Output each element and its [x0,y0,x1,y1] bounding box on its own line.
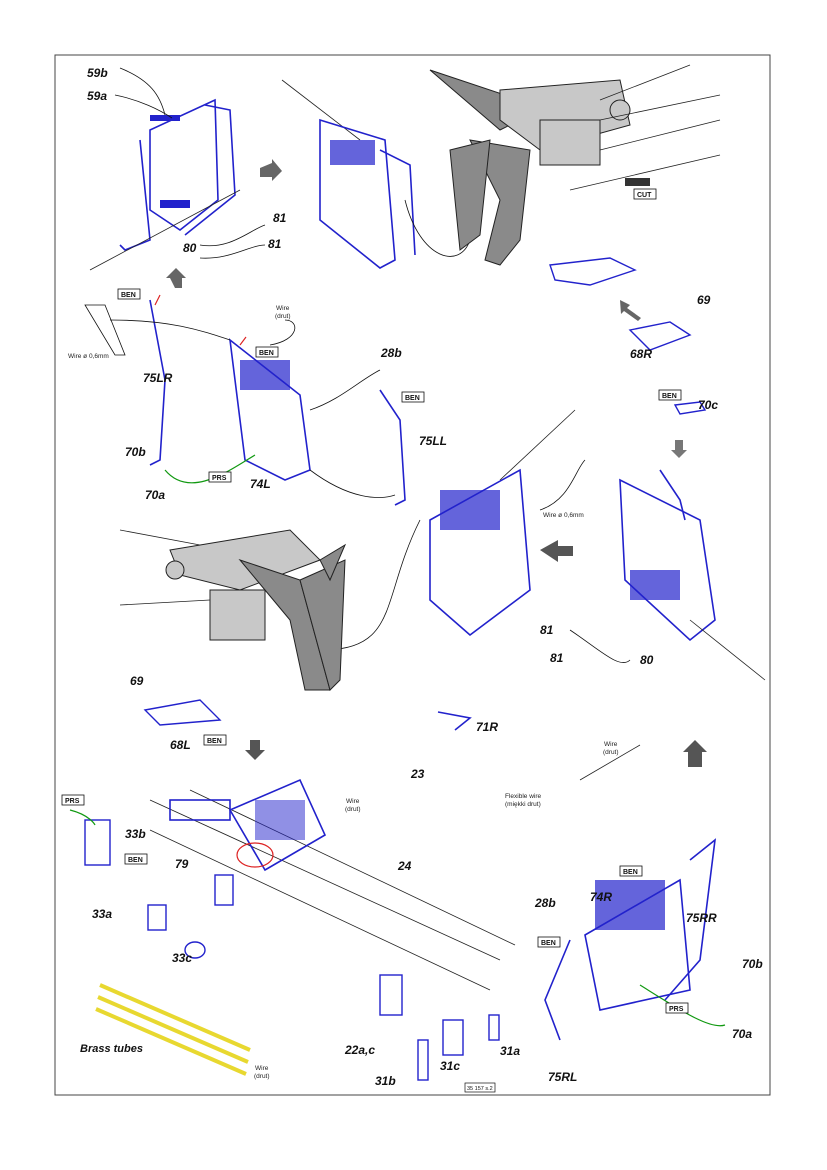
part-label: 70c [698,398,718,412]
part-label: 74L [250,477,271,491]
press-tag: PRS [208,471,232,483]
svg-text:BEN: BEN [405,395,420,402]
svg-text:BEN: BEN [207,738,222,745]
part-label: 74R [590,890,612,904]
machine-front-top [429,64,721,266]
bend-tag: BEN [255,346,279,358]
grille-assembly-center [319,409,586,651]
part-label: 79 [175,857,189,871]
part-label: 70a [145,488,165,502]
wire-note: Wire [604,741,618,748]
svg-text:BEN: BEN [541,940,556,947]
grille-assembly-74L [84,294,406,506]
bend-tag: BEN [537,936,561,948]
page-frame [54,54,771,1096]
grille-assembly-top [281,79,471,269]
bend-tag: BEN [401,391,425,403]
part-label: 31b [375,1074,396,1088]
part-label: 28b [534,896,556,910]
grille-assembly-right [569,401,766,681]
press-tag: PRS [61,794,85,806]
part-label: 81 [273,211,287,225]
part-68R [549,257,637,286]
bend-tag: BEN [203,734,227,746]
wire-note: (drut) [603,749,619,756]
part-label: 68L [170,738,191,752]
part-label: 81 [540,623,554,637]
page-reference: 35 157 s.2 [464,1082,496,1093]
bend-tag: BEN [658,389,682,401]
grille-assembly-74R [544,744,726,1041]
arrow-down-icon [671,440,687,458]
arrow-left-icon [540,540,573,562]
svg-text:CUT: CUT [637,192,652,199]
arrow-down-icon-2 [245,740,265,760]
part-68L [143,699,222,726]
grille-frame-59 [89,67,266,271]
svg-text:PRS: PRS [65,798,80,805]
part-label: 22a,c [344,1043,375,1057]
wire-note: (miękki drut) [505,801,541,808]
part-label: 80 [640,653,654,667]
part-label: 23 [410,767,425,781]
svg-text:BEN: BEN [623,869,638,876]
part-label: 75LR [143,371,173,385]
chassis-bottom [69,778,516,1081]
part-label: 28b [380,346,402,360]
svg-text:BEN: BEN [121,292,136,299]
wire-note: (drut) [254,1073,270,1080]
bend-tag: BEN [117,288,141,300]
svg-text:BEN: BEN [662,393,677,400]
wire-note: Wire [276,305,290,312]
cut-tag: CUT [633,188,657,200]
part-68R-small [628,321,692,351]
wire-note: Wire ø 0,6mm [543,512,584,519]
part-71R [437,711,472,731]
part-label: 69 [130,674,144,688]
part-label: 70b [125,445,146,459]
arrow-right-icon [260,159,282,181]
brass-tubes [95,983,251,1076]
part-label: 31a [500,1044,520,1058]
arrow-up-icon [166,268,186,288]
part-label: 81 [268,237,282,251]
wire-note: Wire [346,798,360,805]
part-label: 80 [183,241,197,255]
part-label: 33a [92,907,112,921]
svg-text:PRS: PRS [669,1006,684,1013]
svg-text:BEN: BEN [128,857,143,864]
svg-text:BEN: BEN [259,350,274,357]
part-label: 71R [476,720,498,734]
wire-note: (drut) [275,313,291,320]
svg-text:35 157 s.2: 35 157 s.2 [467,1086,493,1092]
part-label: 70b [742,957,763,971]
svg-text:PRS: PRS [212,475,227,482]
wire-note: Wire ø 0,6mm [68,353,109,360]
part-label: 33b [125,827,146,841]
machine-front-middle [119,529,347,691]
part-label: 69 [697,293,711,307]
part-label: 81 [550,651,564,665]
press-tag: PRS [665,1002,689,1014]
wire-note: Flexible wire [505,793,542,800]
part-label: 59a [87,89,107,103]
part-label: 24 [397,859,412,873]
part-label: 68R [630,347,652,361]
brass-tubes-label: Brass tubes [80,1043,143,1055]
part-label: 75RR [686,911,717,925]
wire-note: Wire [255,1065,269,1072]
part-label: 70a [732,1027,752,1041]
arrow-diag-icon [620,300,641,321]
part-label: 59b [87,66,108,80]
bend-tag: BEN [619,865,643,877]
wire-note: (drut) [345,806,361,813]
part-label: 75RL [548,1070,577,1084]
part-label: 75LL [419,434,447,448]
part-label: 33c [172,951,192,965]
part-label: 31c [440,1059,460,1073]
bend-tag: BEN [124,853,148,865]
arrow-up-icon-2 [683,740,707,767]
